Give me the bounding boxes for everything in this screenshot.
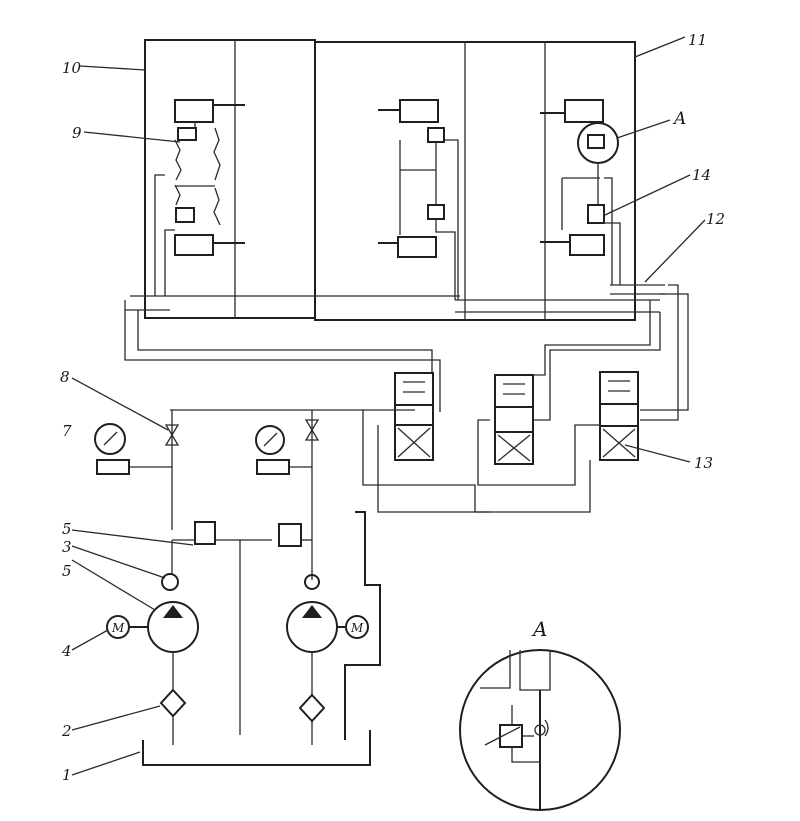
directional-valve-2	[494, 374, 534, 465]
valve-supply-lines	[170, 409, 600, 740]
valve-left-lower	[174, 184, 221, 226]
motor-right: M	[345, 615, 369, 639]
cylinder-mid-top	[378, 99, 439, 123]
motor-left: M	[106, 615, 130, 639]
label-A: A	[672, 109, 686, 129]
label-2: 2	[61, 722, 72, 740]
label-12: 12	[706, 210, 725, 228]
label-5: 5	[62, 520, 72, 538]
label-14: 14	[692, 166, 711, 184]
label-8: 8	[60, 368, 70, 386]
leader-lines	[71, 36, 706, 776]
valve-14	[561, 177, 621, 285]
cylinder-mid-bottom	[378, 236, 437, 258]
directional-valve-1	[394, 372, 434, 461]
motor-right-symbol: M	[350, 621, 364, 635]
frame-right-unit	[314, 41, 636, 321]
cylinder-left-bottom	[174, 234, 245, 256]
label-10: 10	[62, 59, 82, 77]
callout-labels: 10 9 11 A 14 12 13 8 7 5 3 5 4 2 1 A	[60, 31, 725, 784]
manifold-lines	[125, 284, 665, 313]
cylinder-left-top	[174, 99, 245, 135]
label-4: 4	[61, 642, 72, 660]
trunk-lines	[124, 284, 689, 421]
cylinder-right-top	[540, 99, 604, 123]
motor-left-symbol: M	[111, 621, 125, 635]
tank	[142, 730, 371, 766]
valves-mid	[399, 127, 459, 300]
cylinder-right-bottom	[540, 234, 605, 256]
label-5b: 5	[62, 562, 72, 580]
label-1: 1	[62, 766, 72, 784]
label-13: 13	[694, 454, 713, 472]
right-pump-circuit	[278, 410, 345, 745]
valve-9	[174, 127, 221, 181]
left-pump-circuit	[130, 410, 272, 745]
label-11: 11	[688, 31, 707, 49]
label-3: 3	[62, 538, 72, 556]
frame-left-unit	[144, 39, 316, 319]
detail-a	[459, 649, 621, 811]
gauge-right	[255, 425, 290, 475]
label-9: 9	[72, 124, 82, 142]
directional-valve-3	[599, 371, 639, 461]
detail-a-marker	[577, 122, 619, 190]
gauge-7	[94, 423, 130, 475]
label-detail-A: A	[531, 617, 547, 641]
label-7: 7	[62, 422, 72, 440]
